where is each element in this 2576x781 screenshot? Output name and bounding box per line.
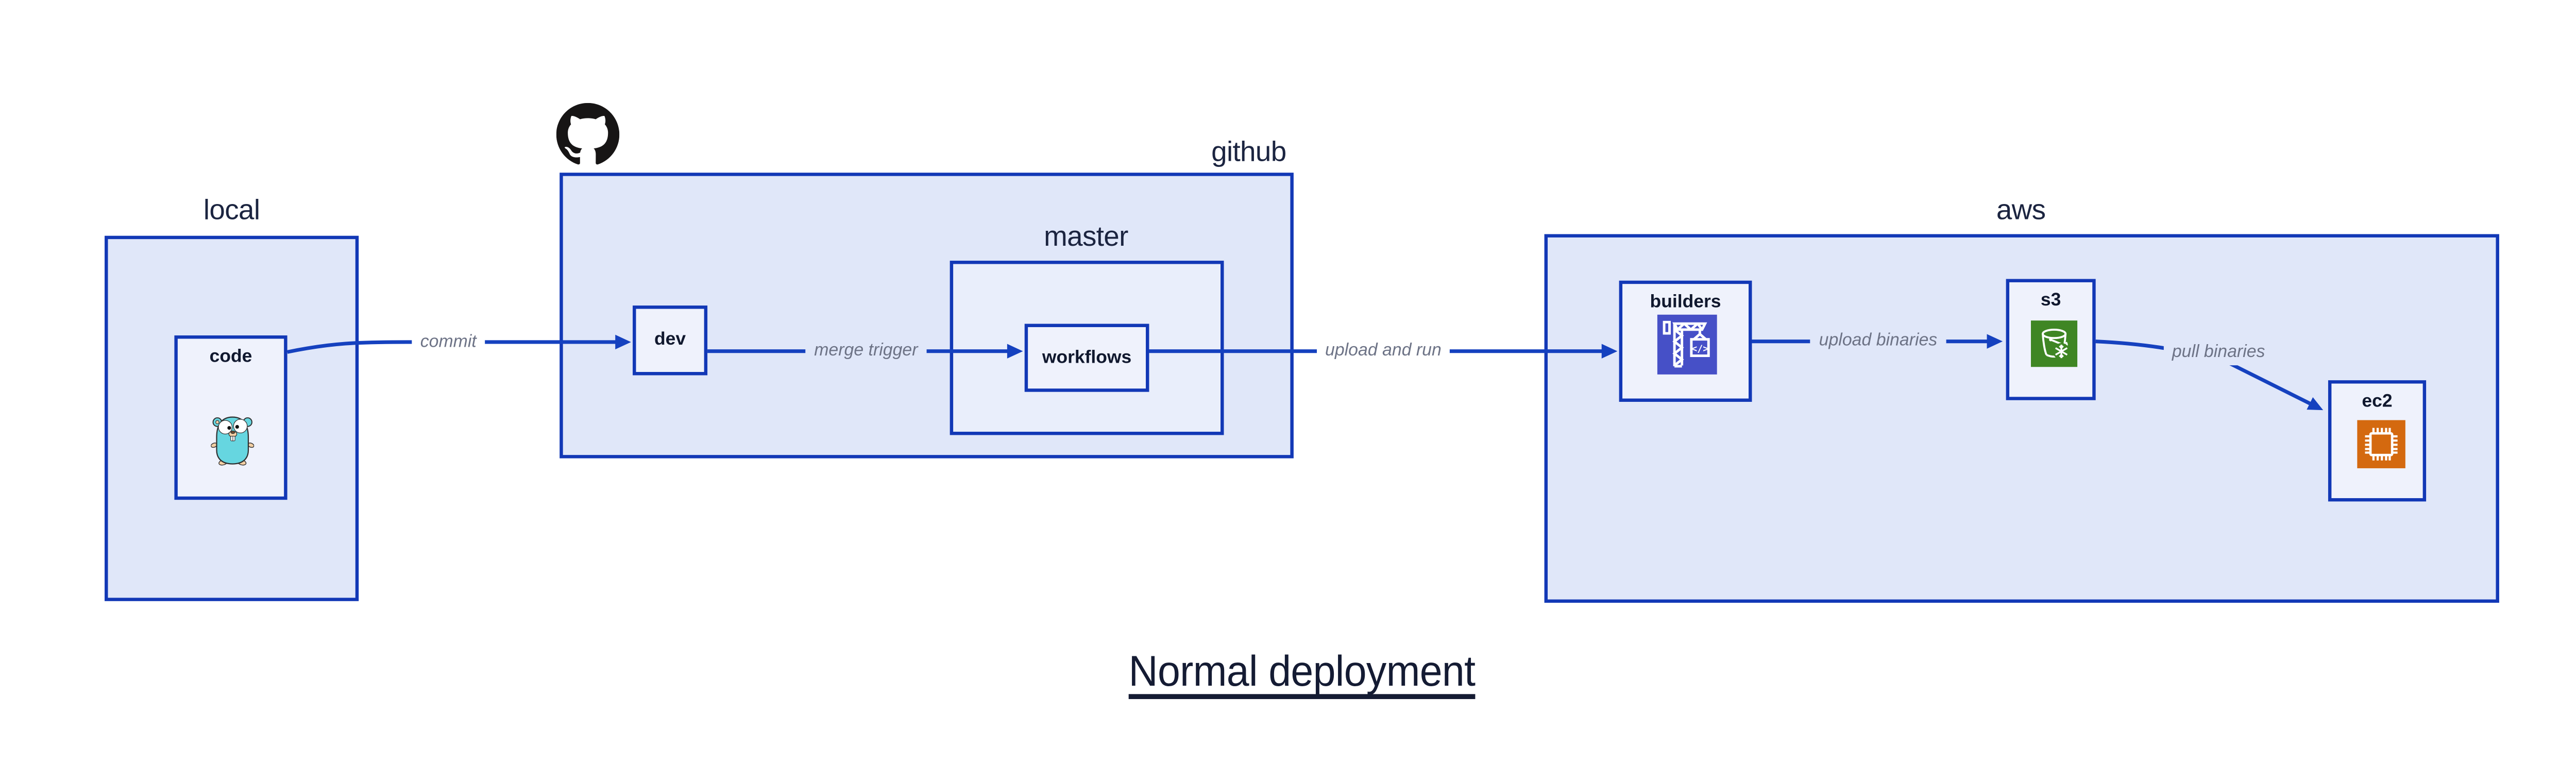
master-container-label: master <box>1044 220 1128 252</box>
edge-upload-and-run-label: upload and run <box>1267 338 1499 364</box>
github-logo-icon <box>556 103 620 165</box>
node-s3: s3 <box>2006 279 2096 400</box>
node-s3-label: s3 <box>2040 291 2061 311</box>
node-code: code <box>174 335 287 500</box>
github-container-label: github <box>1211 136 1286 168</box>
aws-s3-bucket-icon <box>2030 320 2078 367</box>
node-ec2-label: ec2 <box>2362 392 2393 412</box>
node-workflows-label: workflows <box>1042 347 1132 367</box>
aws-codebuild-icon: </> <box>1657 314 1717 375</box>
node-code-label: code <box>209 347 252 367</box>
diagram-title-row: Normal deployment <box>0 646 2576 698</box>
local-container-label: local <box>203 194 260 226</box>
diagram-title: Normal deployment <box>1128 646 1476 696</box>
node-builders: builders </> <box>1619 280 1752 401</box>
aws-ec2-chip-icon <box>2357 420 2405 468</box>
node-ec2: ec2 <box>2328 380 2427 502</box>
node-builders-label: builders <box>1650 292 1721 312</box>
go-gopher-icon <box>211 416 255 466</box>
aws-container-label: aws <box>1996 194 2046 226</box>
node-dev: dev <box>633 305 708 376</box>
node-dev-label: dev <box>654 329 686 350</box>
edge-commit-label: commit <box>332 329 565 355</box>
node-workflows: workflows <box>1024 324 1149 392</box>
svg-text:</>: </> <box>1691 344 1709 354</box>
